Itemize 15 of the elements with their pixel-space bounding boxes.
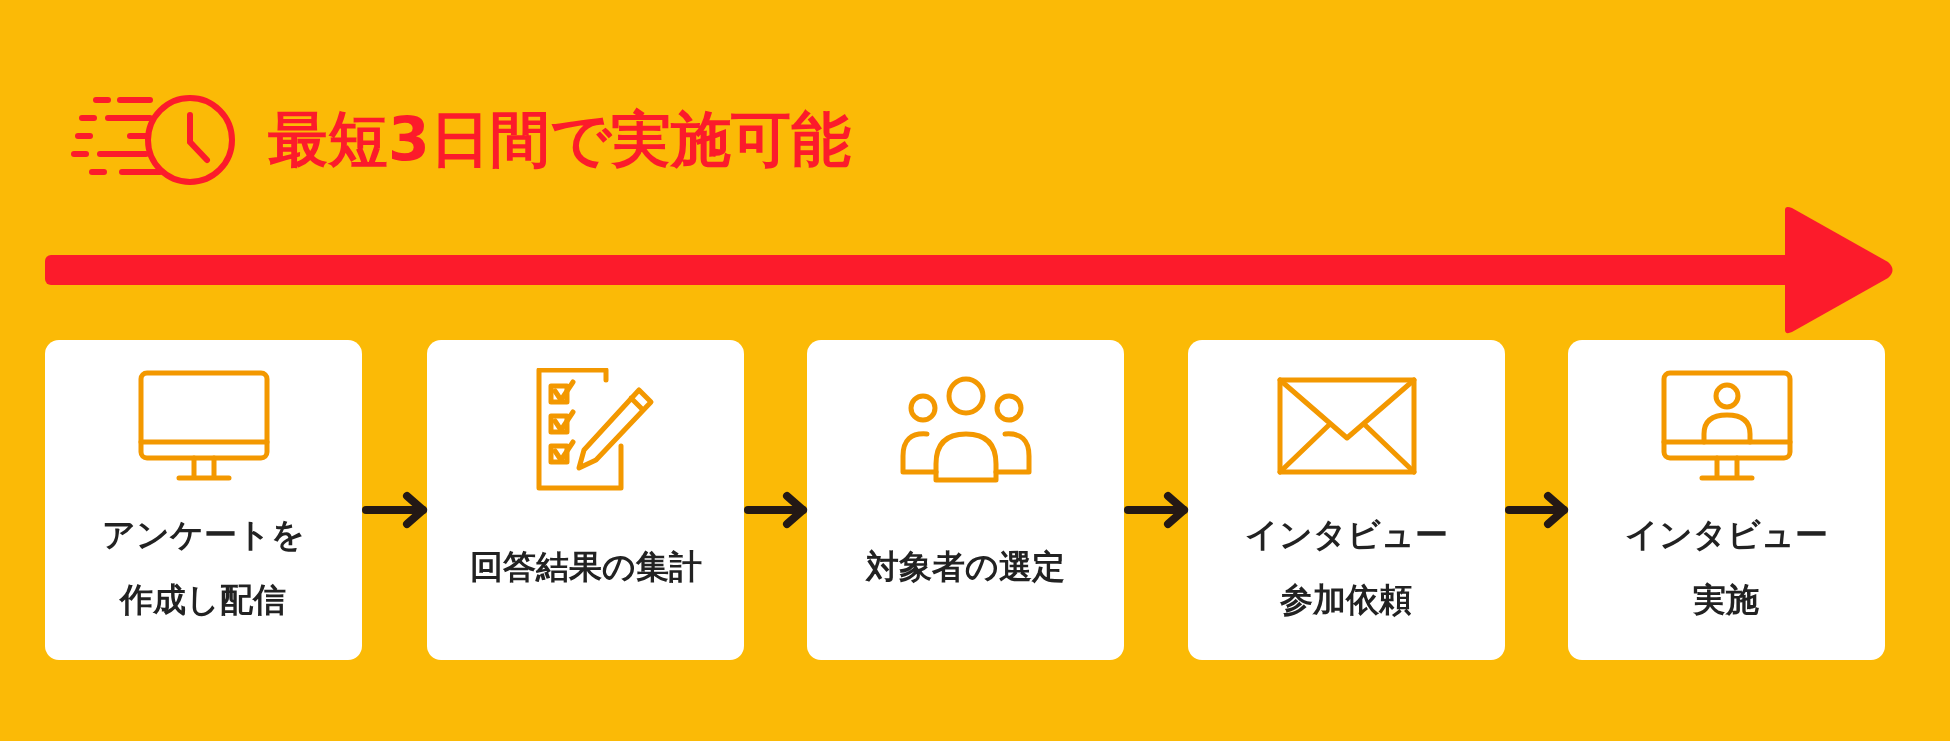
step-label: 回答結果の集計 — [469, 546, 702, 589]
process-card — [1188, 340, 1505, 660]
step-label: インタビュー実施 — [1624, 514, 1829, 621]
process-card — [807, 340, 1124, 660]
step-label: アンケートを作成し配信 — [101, 514, 306, 621]
process-card — [45, 340, 362, 660]
arrow — [362, 492, 427, 528]
step-label: 対象者の選定 — [866, 546, 1065, 589]
process-card — [427, 340, 744, 660]
title: 最短3日間で実施可能 — [268, 103, 851, 176]
process-card — [1568, 340, 1885, 660]
arrow — [744, 492, 807, 528]
step-label: インタビュー参加依頼 — [1244, 514, 1449, 621]
arrow — [1505, 492, 1568, 528]
arrow — [1124, 492, 1188, 528]
